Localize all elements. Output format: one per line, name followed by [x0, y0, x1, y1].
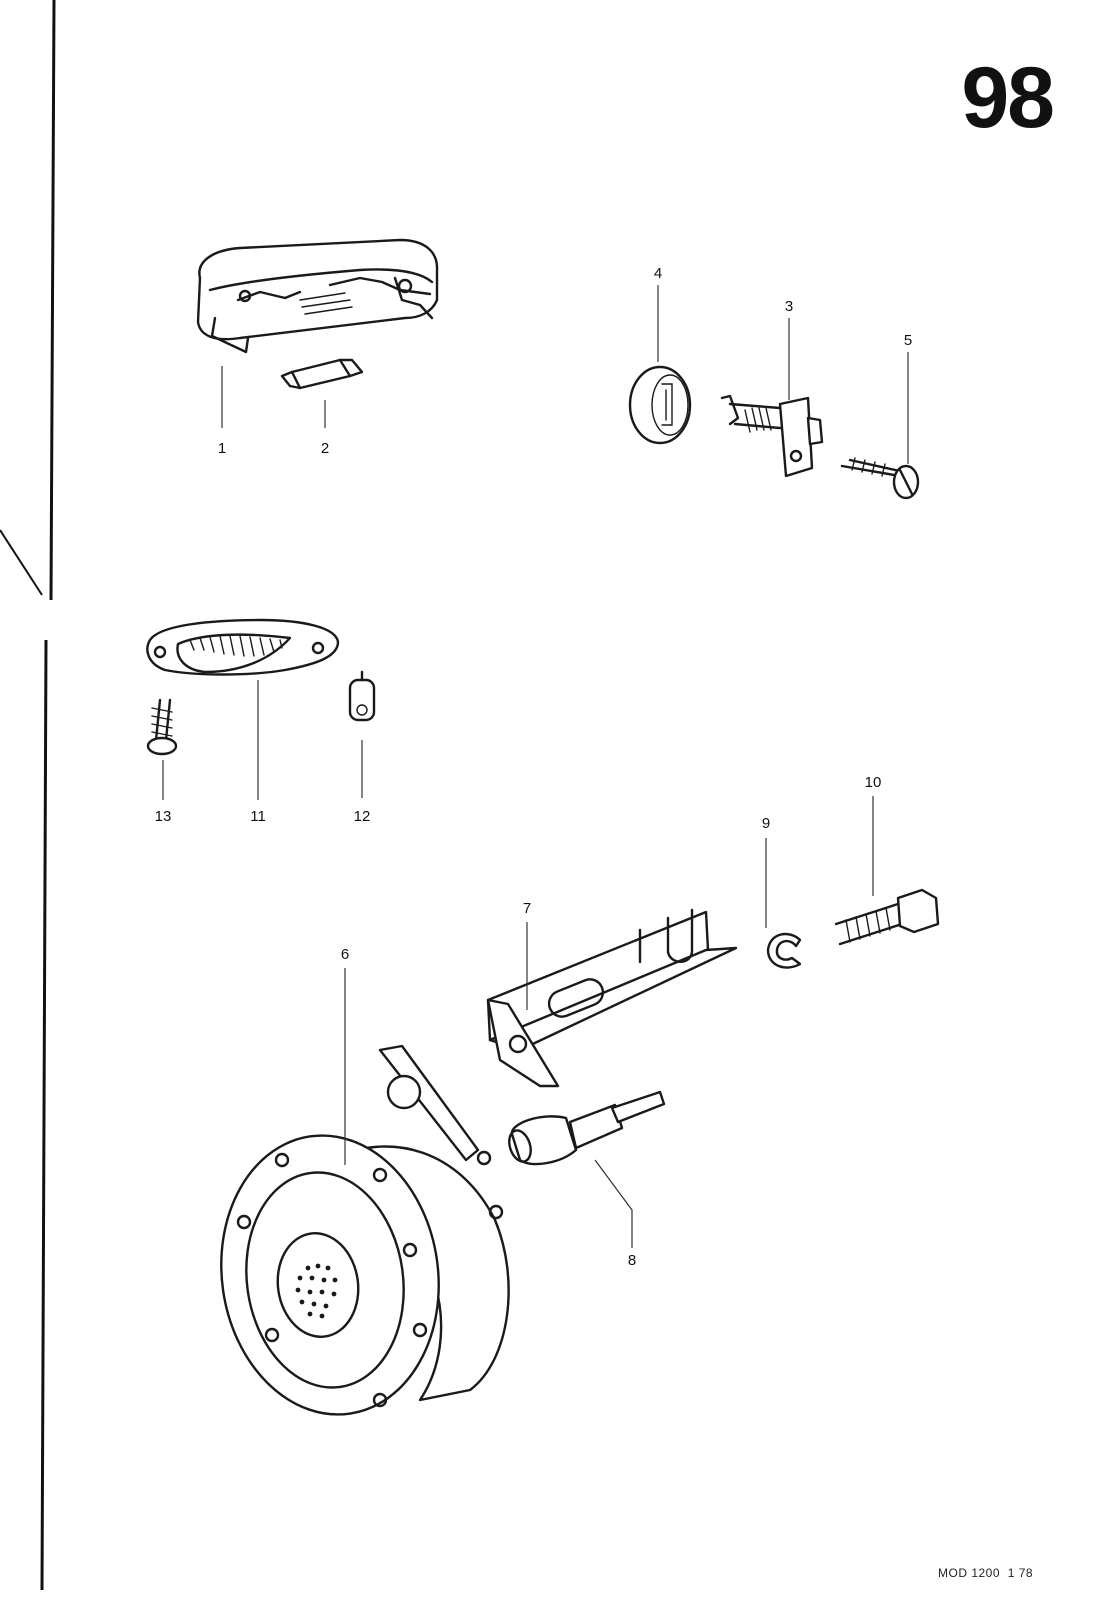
page-number: 98 [961, 50, 1055, 146]
screw-slotted [840, 457, 920, 500]
number-plate-lamp [146, 618, 340, 676]
cable-connector [508, 1090, 666, 1166]
callout-12: 12 [353, 808, 371, 825]
callout-8: 8 [627, 1252, 637, 1269]
callout-6: 6 [340, 946, 350, 963]
callout-11: 11 [250, 808, 266, 825]
callout-2: 2 [320, 440, 330, 457]
interior-lamp-housing [196, 238, 439, 354]
door-contact-switch [720, 394, 824, 478]
festoon-bulb [280, 358, 364, 390]
callout-9: 9 [761, 815, 771, 832]
hex-bolt [834, 888, 940, 946]
callout-5: 5 [903, 332, 913, 349]
callout-3: 3 [784, 298, 794, 315]
callout-10: 10 [864, 774, 882, 791]
horn [220, 1044, 510, 1416]
bayonet-bulb [348, 670, 376, 722]
horn-grille [295, 1263, 338, 1319]
callout-1: 1 [217, 440, 227, 457]
binding-edge [49, 0, 56, 601]
callout-4: 4 [653, 265, 663, 282]
callout-7: 7 [522, 900, 532, 917]
switch-cap [628, 365, 692, 445]
leader-lines [162, 285, 909, 1248]
callout-13: 13 [154, 808, 172, 825]
screw-round-head [146, 698, 178, 756]
spring-washer [766, 932, 802, 969]
horn-bracket [486, 908, 738, 1088]
footer-model-reference: MOD 1200 1 78 [938, 1566, 1034, 1580]
